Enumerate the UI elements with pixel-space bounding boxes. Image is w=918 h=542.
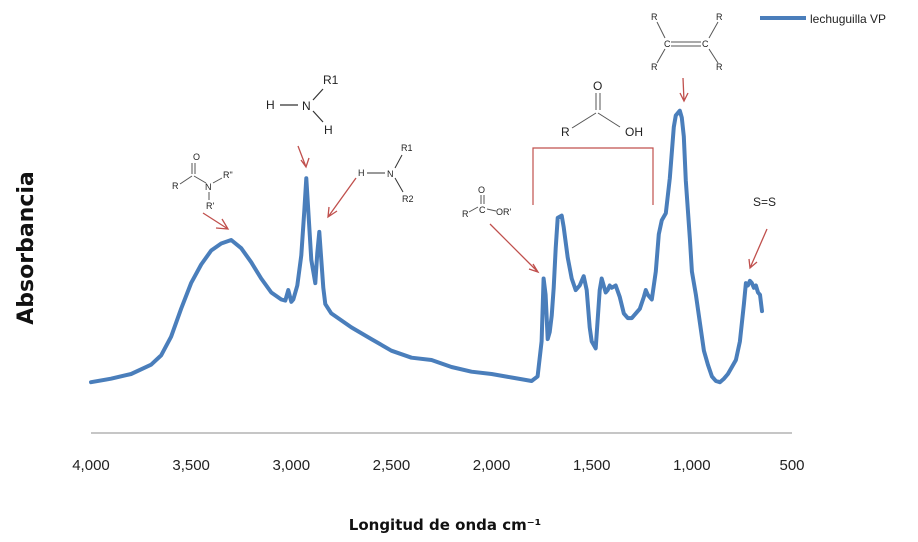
acid-oh-label: OH	[625, 125, 643, 139]
amine-h2-label: H	[324, 123, 333, 137]
carboxylic-acid-structure: O R OH	[561, 79, 643, 139]
amide-o-label: O	[193, 152, 200, 162]
alkene-structure: R R R R C C	[651, 12, 723, 72]
x-tick-label: 1,500	[573, 457, 611, 474]
y-axis-title: Absorbancia	[14, 171, 39, 325]
x-tick-label: 2,000	[473, 457, 511, 474]
alkene-r-br: R	[716, 62, 723, 72]
sec-amine-h-label: H	[358, 168, 365, 178]
legend: lechuguilla VP	[760, 12, 886, 26]
amine-n-label: N	[302, 99, 311, 113]
x-tick-label: 1,000	[673, 457, 711, 474]
x-tick-labels: 4,000 3,500 3,000 2,500 2,000 1,500 1,000 500	[72, 457, 804, 474]
disulfide-label: S=S	[753, 195, 776, 209]
x-tick-label: 500	[779, 457, 804, 474]
amine-h-label: H	[266, 98, 275, 112]
acid-o-label: O	[593, 79, 602, 93]
legend-label: lechuguilla VP	[810, 12, 886, 26]
x-axis-title: Longitud de onda cm⁻¹	[349, 516, 541, 534]
amide-r1-label: R'	[206, 201, 214, 211]
x-tick-label: 3,500	[172, 457, 210, 474]
ester-structure: O R C OR'	[462, 185, 512, 219]
alkene-c1: C	[664, 39, 671, 49]
alkene-r-bl: R	[651, 62, 658, 72]
acid-r-label: R	[561, 125, 570, 139]
series-line-lechuguilla-vp	[89, 108, 764, 385]
amide-r-label: R	[172, 181, 179, 191]
ester-c-label: C	[479, 205, 486, 215]
amide-structure: O R N R" R'	[172, 152, 233, 211]
ester-or-label: OR'	[496, 207, 512, 217]
ester-r-label: R	[462, 209, 469, 219]
sec-amine-n-label: N	[387, 169, 394, 179]
arrow-primary-amine	[297, 145, 310, 169]
alkene-c2: C	[702, 39, 709, 49]
arrow-alkene	[679, 77, 689, 103]
arrow-disulfide	[748, 228, 768, 270]
amide-n-label: N	[205, 182, 212, 192]
alkene-r-tr: R	[716, 12, 723, 22]
amine-r1-label: R1	[323, 73, 339, 87]
sec-amine-r1-label: R1	[401, 143, 413, 153]
primary-amine-structure: H N R1 H	[266, 73, 339, 137]
annotation-arrows	[202, 77, 768, 274]
alkene-r-tl: R	[651, 12, 658, 22]
ester-o-label: O	[478, 185, 485, 195]
sec-amine-r2-label: R2	[402, 194, 414, 204]
acid-bracket	[532, 147, 654, 205]
x-tick-label: 3,000	[273, 457, 311, 474]
arrow-secondary-amine	[327, 177, 357, 219]
x-tick-label: 2,500	[373, 457, 411, 474]
amide-r2-label: R"	[223, 170, 233, 180]
arrow-amide	[202, 212, 230, 230]
arrow-ester	[489, 223, 540, 274]
secondary-amine-structure: H N R1 R2	[358, 143, 414, 204]
x-tick-label: 4,000	[72, 457, 110, 474]
